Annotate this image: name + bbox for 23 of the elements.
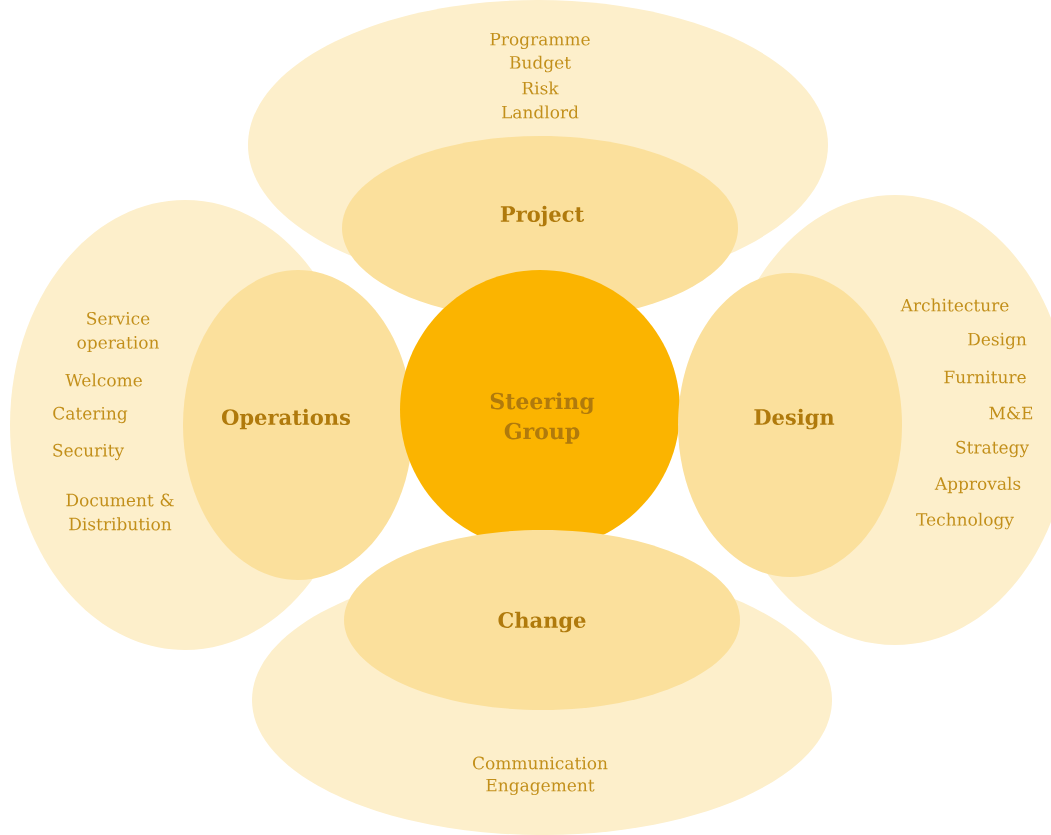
list-item: Document & Distribution xyxy=(66,493,174,531)
list-item: Furniture xyxy=(944,370,1026,384)
list-item: Programme xyxy=(490,32,590,50)
list-item: Service operation xyxy=(77,311,159,353)
list-item: Catering xyxy=(53,406,128,424)
list-item: Engagement xyxy=(486,778,595,796)
heading-text: Operations xyxy=(222,408,351,430)
heading-text: Steering Group xyxy=(490,392,595,444)
list-item: Landlord xyxy=(502,105,579,119)
list-item: Technology xyxy=(916,512,1014,530)
list-item: Design xyxy=(968,332,1027,350)
list-item: Strategy xyxy=(956,440,1029,458)
heading-text: Project xyxy=(500,205,585,227)
list-item: Approvals xyxy=(934,476,1021,494)
list-item: Risk xyxy=(522,81,559,95)
list-item: Architecture xyxy=(900,298,1009,312)
heading-text: Design xyxy=(754,408,835,430)
list-item: Welcome xyxy=(65,373,142,387)
list-item: Communication xyxy=(473,756,608,770)
heading-text: Change xyxy=(498,611,586,633)
list-item: Budget xyxy=(509,55,571,73)
list-item: M&E xyxy=(989,406,1033,420)
list-item: Security xyxy=(53,443,125,461)
